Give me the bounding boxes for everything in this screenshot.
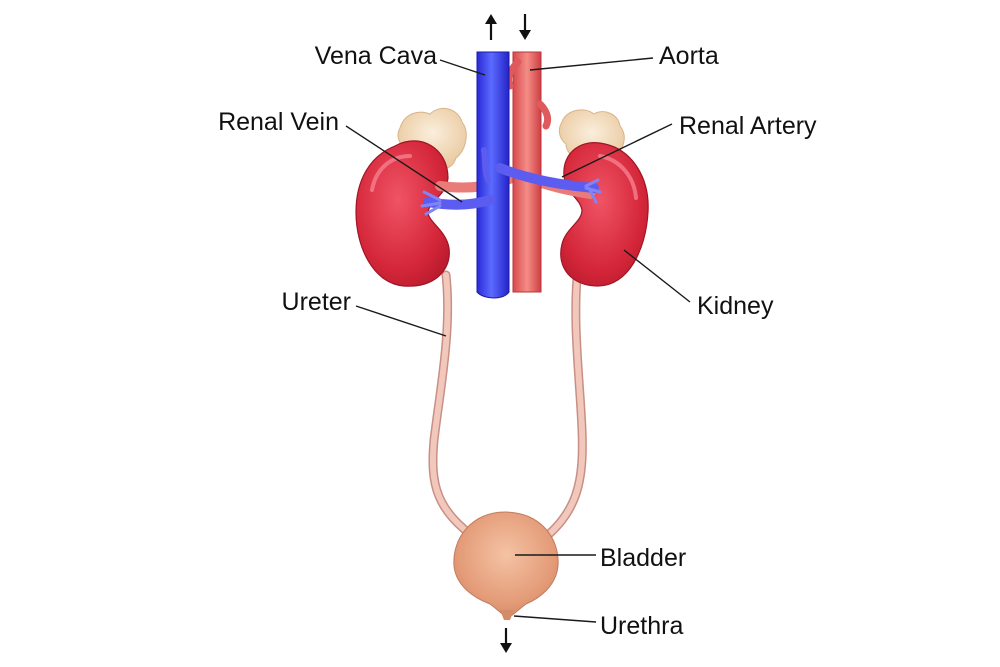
urethra-leader xyxy=(513,615,597,623)
right-kidney-highlight xyxy=(598,154,638,200)
vena-cava-tributary xyxy=(481,147,491,183)
bladder xyxy=(453,511,559,619)
aorta-label: Aorta xyxy=(659,42,719,70)
urethra-label: Urethra xyxy=(600,612,683,640)
renal-vein-label: Renal Vein xyxy=(218,108,339,136)
urethra-down-arrow-icon xyxy=(500,628,512,653)
right-renal-vein xyxy=(495,163,599,193)
aorta-down-arrow-icon xyxy=(519,14,531,40)
aorta-leader xyxy=(529,57,654,71)
renal-artery-leader xyxy=(561,123,673,178)
renal-artery-label: Renal Artery xyxy=(679,112,817,140)
left-kidney-highlight xyxy=(370,154,412,192)
urethra xyxy=(500,610,514,620)
left-renal-vein-branches xyxy=(420,190,442,216)
right-kidney xyxy=(560,142,649,287)
right-ureter-fill xyxy=(539,265,586,543)
left-ureter-fill xyxy=(429,272,481,543)
vena-cava-leader xyxy=(439,59,486,76)
vena-cava-label: Vena Cava xyxy=(315,42,437,70)
ureter-label: Ureter xyxy=(282,288,351,316)
bladder-label: Bladder xyxy=(600,544,686,572)
aorta-branch-right xyxy=(536,100,552,130)
right-renal-vein-branches xyxy=(584,178,602,204)
kidney-label: Kidney xyxy=(697,292,774,320)
vena-cava xyxy=(476,51,510,299)
ureter-leader xyxy=(355,305,447,337)
left-kidney xyxy=(355,140,450,287)
renal-vein-leader xyxy=(345,125,463,203)
vena-cava-up-arrow-icon xyxy=(485,14,497,40)
kidney-leader xyxy=(623,249,691,303)
